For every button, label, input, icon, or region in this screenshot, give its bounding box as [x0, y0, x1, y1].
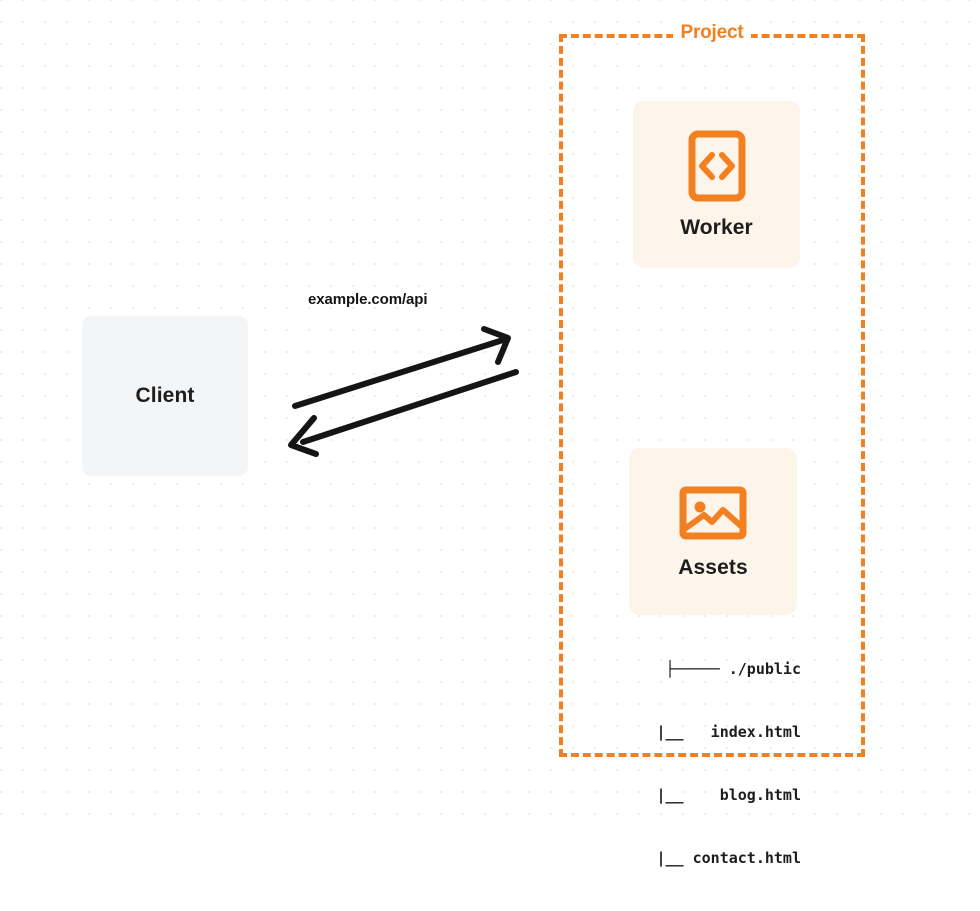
worker-card-label: Worker — [680, 215, 753, 239]
file-tree-row: |__ index.html — [620, 723, 801, 741]
project-title: Project — [673, 22, 751, 44]
project-title-wrapper: Project — [559, 22, 865, 44]
assets-file-tree: ├───── ./public |__ index.html |__ blog.… — [600, 617, 801, 911]
response-arrow — [288, 369, 519, 457]
client-node[interactable]: Client — [82, 316, 248, 476]
file-tree-row: |__ blog.html — [620, 786, 801, 804]
worker-card[interactable]: Worker — [633, 101, 800, 268]
code-brackets-icon — [688, 130, 746, 202]
assets-card[interactable]: Assets — [629, 448, 797, 615]
request-url-label: example.com/api — [308, 291, 428, 308]
file-tree-row: ├───── ./public — [665, 660, 801, 678]
client-node-label: Client — [135, 384, 195, 407]
assets-card-label: Assets — [678, 555, 748, 579]
file-tree-row: |__ contact.html — [620, 849, 801, 867]
diagram-canvas: Client example.com/api Project Worker — [0, 0, 980, 867]
request-arrow — [292, 326, 511, 409]
image-icon — [679, 484, 747, 542]
